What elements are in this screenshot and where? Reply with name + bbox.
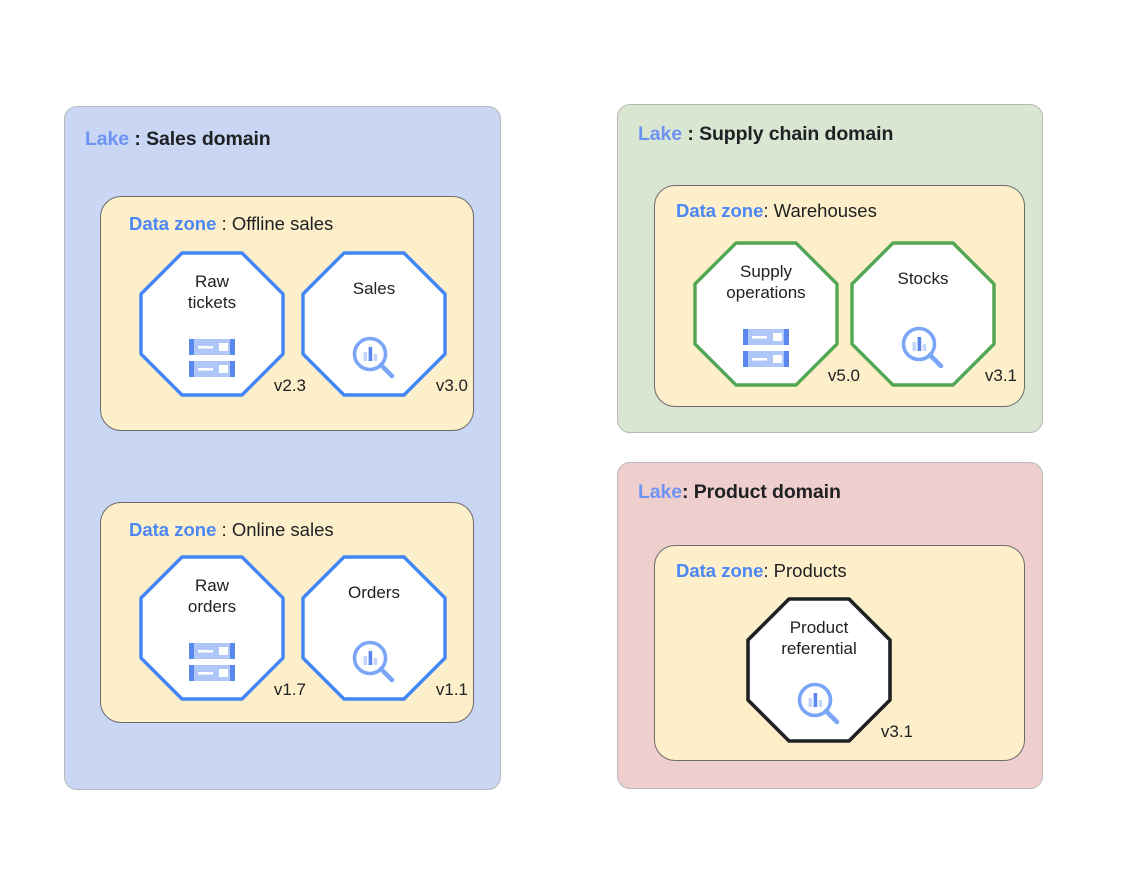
octagon-shape xyxy=(300,250,448,398)
lake-sales-domain-title: Lake : Sales domain xyxy=(85,128,271,151)
data-zone-title-name: Warehouses xyxy=(773,200,877,221)
octagon-shape xyxy=(138,250,286,398)
data-product-raw-tickets[interactable]: Raw tickets v2.3 xyxy=(138,250,306,398)
lake-title-name: Product domain xyxy=(693,481,841,503)
lake-keyword: Lake xyxy=(638,123,683,145)
lake-supply-chain-domain-title: Lake : Supply chain domain xyxy=(638,123,893,146)
lake-title-name: Supply chain domain xyxy=(699,123,894,145)
data-product-version: v5.0 xyxy=(827,366,860,385)
data-product-version: v3.1 xyxy=(880,722,913,741)
data-product-stocks[interactable]: Stocks v3.1 xyxy=(849,240,1017,388)
data-product-orders[interactable]: Orders v1.1 xyxy=(300,554,468,702)
data-zone-online-sales-title: Data zone : Online sales xyxy=(129,519,334,541)
lake-title-name: Sales domain xyxy=(146,128,271,150)
data-zone-keyword: Data zone xyxy=(676,560,764,581)
data-product-version: v1.7 xyxy=(273,680,306,699)
lake-product-domain-title: Lake: Product domain xyxy=(638,481,841,504)
data-zone-title-name: Offline sales xyxy=(231,213,334,234)
data-zone-products-title: Data zone: Products xyxy=(676,560,847,582)
data-product-version: v2.3 xyxy=(273,376,306,395)
lake-title-separator: : xyxy=(129,128,147,150)
octagon-shape xyxy=(745,596,893,744)
data-product-product-referential[interactable]: Product referential v3.1 xyxy=(745,596,913,744)
lake-keyword: Lake xyxy=(85,128,130,150)
data-zone-keyword: Data zone xyxy=(676,200,764,221)
octagon-shape xyxy=(138,554,286,702)
data-product-raw-orders[interactable]: Raw orders v1.7 xyxy=(138,554,306,702)
data-zone-title-name: Products xyxy=(773,560,847,581)
data-zone-title-separator: : xyxy=(216,213,232,234)
data-zone-warehouses-title: Data zone: Warehouses xyxy=(676,200,877,222)
data-product-supply-operations[interactable]: Supply operations v5.0 xyxy=(692,240,860,388)
lake-title-separator: : xyxy=(682,123,700,145)
data-zone-title-name: Online sales xyxy=(231,519,334,540)
data-product-version: v3.0 xyxy=(435,376,468,395)
data-product-sales[interactable]: Sales v3.0 xyxy=(300,250,468,398)
data-zone-title-separator: : xyxy=(763,560,774,581)
data-product-version: v3.1 xyxy=(984,366,1017,385)
octagon-shape xyxy=(692,240,840,388)
lake-title-separator: : xyxy=(682,481,694,503)
data-zone-title-separator: : xyxy=(216,519,232,540)
data-zone-keyword: Data zone xyxy=(129,519,217,540)
octagon-shape xyxy=(849,240,997,388)
lake-keyword: Lake xyxy=(638,481,683,503)
data-zone-title-separator: : xyxy=(763,200,774,221)
data-zone-offline-sales-title: Data zone : Offline sales xyxy=(129,213,333,235)
octagon-shape xyxy=(300,554,448,702)
data-product-version: v1.1 xyxy=(435,680,468,699)
data-zone-keyword: Data zone xyxy=(129,213,217,234)
